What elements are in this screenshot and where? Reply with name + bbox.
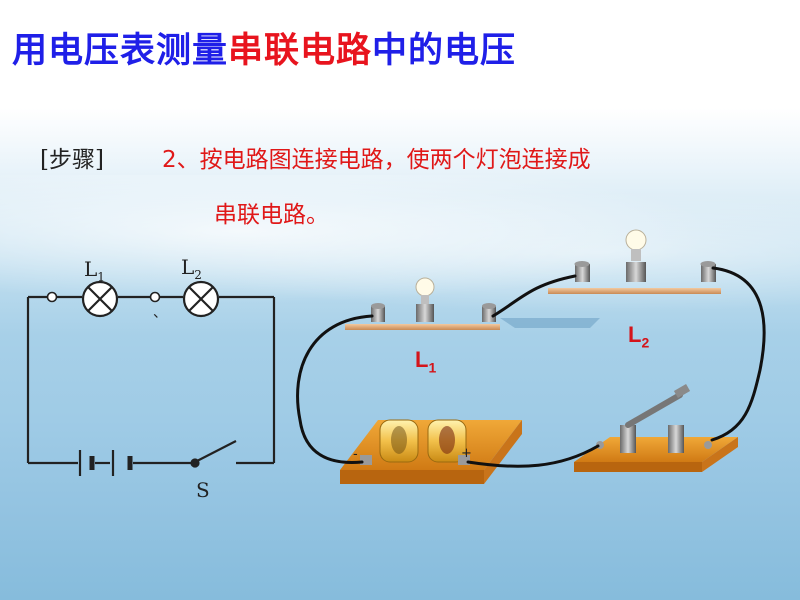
battery-plus-sign: + [461, 446, 472, 461]
connecting-wires [296, 266, 766, 468]
lamp1-binding-post-right [482, 303, 496, 322]
lamp2-binding-post-left [574, 261, 590, 282]
title-part-3: 中的电压 [372, 31, 517, 71]
boat-silhouette [500, 318, 600, 328]
lamp2-bulb [625, 229, 647, 282]
photo-lamp1-label: L1 [415, 347, 436, 375]
knife-switch-board [574, 384, 738, 472]
title-part-1: 用电压表测量 [12, 31, 229, 71]
step-text-line-1: 2、按电路图连接电路，使两个灯泡连接成 [162, 147, 591, 173]
lamp1-binding-post-left [371, 303, 385, 322]
diagram-lamp2-letter: L [181, 255, 195, 279]
wire-battery-to-switch [466, 444, 600, 468]
shelf-l1 [345, 324, 500, 330]
switch-symbol [190, 440, 237, 468]
diagram-lamp1-letter: L [84, 257, 98, 281]
diagram-mark: 、 [153, 305, 167, 321]
lamp2-binding-post-right [700, 261, 716, 282]
photo-lamp1-sub: 1 [428, 359, 437, 376]
photo-lamp2-letter: L [628, 322, 642, 347]
lamp1-symbol [81, 280, 119, 318]
wire-battery-to-l1 [296, 314, 374, 464]
wire-l1-to-l2 [491, 274, 577, 318]
step-text-line-2: 串联电路。 [214, 202, 329, 228]
step-label: [步骤] [40, 147, 104, 173]
wire-l2-to-switch [710, 266, 766, 442]
lamp2-symbol [182, 280, 220, 318]
diagram-lamp1-sub: 1 [97, 270, 105, 284]
diagram-lamp2-label: L2 [181, 255, 202, 282]
photo-lamp2-label: L2 [628, 322, 649, 350]
shelf-l2 [548, 288, 721, 294]
battery-minus-sign: - [353, 447, 358, 462]
title-part-2: 串联电路 [228, 31, 373, 71]
slide-title: 用电压表测量串联电路中的电压 [12, 22, 516, 73]
diagram-switch-label: S [196, 478, 210, 502]
diagram-lamp2-sub: 2 [194, 268, 202, 282]
diagram-lamp1-label: L1 [84, 257, 105, 284]
battery-holder-board [340, 419, 522, 484]
battery-symbol [78, 450, 133, 476]
photo-lamp2-sub: 2 [641, 334, 650, 351]
circuit-diagram [26, 295, 276, 465]
terminal-1 [46, 291, 58, 303]
lamp1-bulb [415, 277, 435, 322]
photo-lamp1-letter: L [415, 347, 429, 372]
terminal-2 [149, 291, 161, 303]
